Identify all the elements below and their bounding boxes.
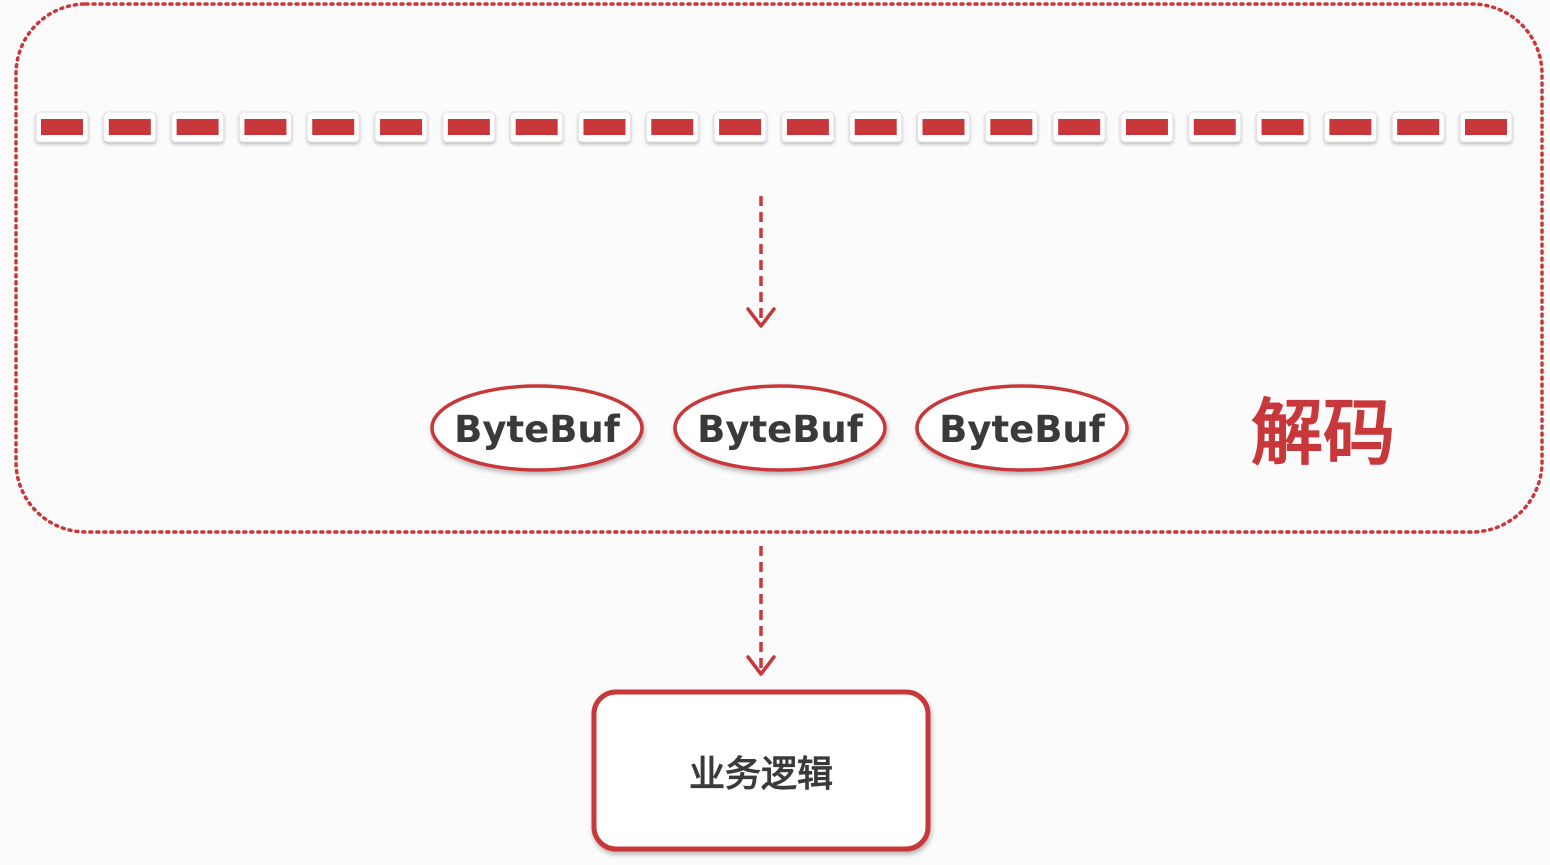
down-arrow-to-bytebufs [746, 196, 776, 328]
byte-segment [917, 111, 971, 143]
business-logic-label: 业务逻辑 [689, 754, 833, 795]
byte-segment [1323, 111, 1377, 143]
decoder-boundary [14, 2, 1544, 534]
byte-segment [1188, 111, 1242, 143]
byte-segment [645, 111, 699, 143]
byte-segment [442, 111, 496, 143]
byte-segment [1391, 111, 1445, 143]
byte-segment [510, 111, 564, 143]
byte-segment [35, 111, 89, 143]
byte-segment [984, 111, 1038, 143]
bytebuf-item [915, 384, 1129, 472]
byte-segment [1120, 111, 1174, 143]
byte-segment [1052, 111, 1106, 143]
byte-segment [374, 111, 428, 143]
decode-label: 解码 [1251, 391, 1395, 475]
byte-segment [1256, 111, 1310, 143]
byte-segment [849, 111, 903, 143]
byte-segment [1459, 111, 1513, 143]
bytebuf-label: ByteBuf [939, 408, 1106, 451]
byte-segment [577, 111, 631, 143]
bytebuf-label: ByteBuf [697, 408, 864, 451]
byte-segment [713, 111, 767, 143]
byte-stream [35, 111, 1513, 143]
bytebuf-label: ByteBuf [454, 408, 621, 451]
bytebuf-item [430, 384, 644, 472]
business-logic-box [591, 689, 931, 852]
byte-segment [306, 111, 360, 143]
byte-segment [781, 111, 835, 143]
byte-segment [171, 111, 225, 143]
down-arrow-to-logic [746, 546, 776, 676]
byte-segment [103, 111, 157, 143]
byte-segment [238, 111, 292, 143]
bytebuf-item [673, 384, 887, 472]
